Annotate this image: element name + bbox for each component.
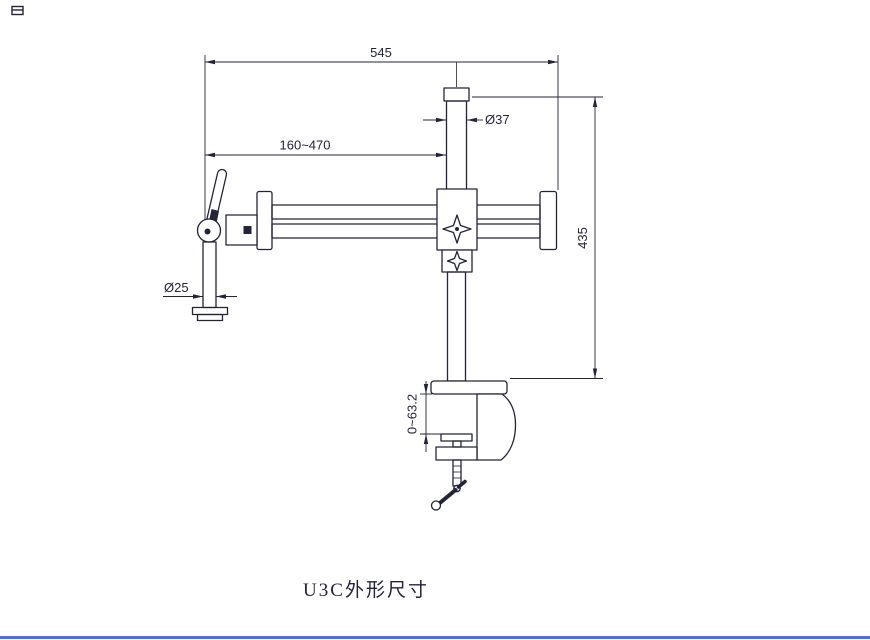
arrowhead: [193, 294, 203, 299]
dim-label-pole-diameter: Ø25: [164, 280, 189, 295]
handle-ball: [430, 500, 442, 511]
stand-outline: [191, 62, 558, 511]
tension-lever: [203, 168, 228, 232]
upper-knob-center: [455, 227, 459, 231]
clamp-pad: [440, 433, 473, 442]
dim-column-diameter: Ø37: [423, 112, 510, 127]
dim-label-overall-width: 545: [370, 45, 392, 60]
arrowhead: [592, 97, 598, 107]
arm-left-end-cap: [256, 190, 273, 251]
column-top-cap: [443, 87, 470, 102]
left-connector-block: [225, 214, 258, 246]
arm-rail-top: [271, 204, 541, 220]
clamp-bottom-arm: [435, 446, 478, 461]
clamp-handle: [436, 488, 458, 507]
arm-right-end-cap: [539, 190, 558, 251]
arrowhead: [423, 384, 429, 394]
lower-column: [446, 271, 467, 382]
clamp-screw: [452, 459, 462, 487]
pole-foot: [196, 313, 224, 322]
dim-pole-diameter: Ø25: [163, 280, 237, 299]
arrowhead: [205, 152, 215, 158]
dim-label-column-diameter: Ø37: [485, 112, 510, 127]
connector-detail: [243, 226, 252, 234]
dim-label-horizontal-travel: 160~470: [280, 138, 331, 153]
dim-overall-height: 435: [472, 96, 603, 379]
pole-flange: [191, 306, 229, 316]
lower-lock-knob: [446, 250, 468, 272]
focus-pole: [202, 241, 217, 309]
dim-label-overall-height: 435: [575, 227, 590, 249]
arrowhead: [423, 434, 429, 444]
arrowhead: [467, 117, 477, 123]
dim-horizontal-travel: 160~470: [205, 138, 446, 158]
drawing-title: U3C外形尺寸: [303, 579, 429, 601]
arrowhead: [436, 152, 446, 158]
dim-clamp-opening: 0~63.2: [405, 381, 442, 452]
arrowhead: [548, 59, 558, 65]
arrowhead: [216, 294, 226, 299]
dimension-annotations: 545 Ø37 160~470: [163, 45, 603, 452]
arm-rail-bottom: [271, 223, 541, 239]
arrowhead: [592, 368, 598, 379]
dim-label-clamp-opening: 0~63.2: [405, 394, 420, 434]
window-bottom-border: [0, 636, 870, 639]
clamp-handle-stub: [456, 479, 467, 489]
pivot-center: [204, 228, 211, 235]
arrowhead: [436, 117, 446, 123]
clamp-top-plate: [430, 380, 508, 395]
upper-column: [445, 100, 468, 191]
dim-overall-width: 545: [204, 45, 559, 220]
arrowhead: [205, 59, 215, 65]
clamp-body: [476, 393, 517, 461]
corner-mark-icon: [11, 5, 24, 16]
clamp-pad-stem: [452, 440, 462, 448]
